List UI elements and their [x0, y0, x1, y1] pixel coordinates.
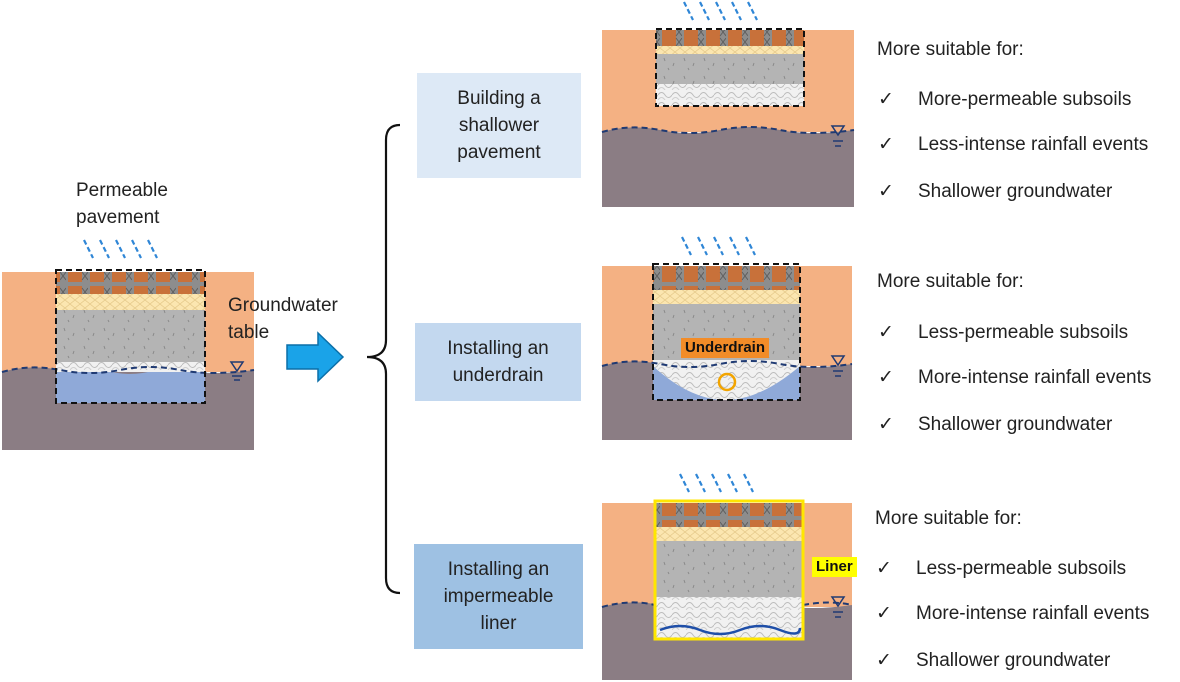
- check-icon: ✓: [878, 366, 894, 388]
- right-arrow-icon: [286, 331, 345, 383]
- suitable-item-1-3: Shallower groundwater: [918, 181, 1113, 202]
- permeable-pavement-line2: pavement: [76, 207, 160, 228]
- suitable-item-2-1: Less-permeable subsoils: [918, 322, 1129, 343]
- suitable-item-2-2: More-intense rainfall events: [918, 367, 1152, 388]
- groundwater-table-label: Groundwater table: [228, 292, 338, 346]
- suitable-item-1-1: More-permeable subsoils: [918, 89, 1132, 110]
- groundwater-table-line2: table: [228, 322, 270, 343]
- suitable-title-3: More suitable for:: [875, 508, 1022, 529]
- check-icon: ✓: [878, 133, 894, 155]
- underdrain-tag: Underdrain: [681, 338, 770, 358]
- groundwater-table-line1: Groundwater: [228, 295, 338, 316]
- option-3-line2: impermeable: [443, 586, 554, 607]
- check-icon: ✓: [876, 557, 892, 579]
- check-icon: ✓: [876, 649, 892, 671]
- check-icon: ✓: [878, 180, 894, 202]
- option-2-line2: underdrain: [452, 365, 544, 386]
- suitable-item-3-1: Less-permeable subsoils: [916, 558, 1127, 579]
- suitable-item-3-2: More-intense rainfall events: [916, 603, 1150, 624]
- check-icon: ✓: [878, 321, 894, 343]
- option-2-line1: Installing an: [447, 338, 549, 359]
- option-1-illustration: [601, 1, 855, 207]
- suitable-item-1-2: Less-intense rainfall events: [918, 134, 1149, 155]
- suitable-item-2-3: Shallower groundwater: [918, 414, 1113, 435]
- curly-brace: [366, 123, 401, 595]
- option-1-line1: Building a: [457, 88, 541, 109]
- option-3-illustration: [601, 473, 853, 680]
- suitable-title-2: More suitable for:: [877, 271, 1024, 292]
- check-icon: ✓: [878, 88, 894, 110]
- option-3-line3: liner: [480, 613, 517, 634]
- liner-tag: Liner: [812, 557, 857, 577]
- option-1-line2: shallower: [458, 115, 540, 136]
- suitable-item-3-3: Shallower groundwater: [916, 650, 1111, 671]
- left-pavement-illustration: [1, 239, 255, 450]
- option-3-line1: Installing an: [447, 559, 550, 580]
- permeable-pavement-line1: Permeable: [76, 180, 168, 201]
- option-box-impermeable-liner: Installing an impermeable liner: [414, 544, 583, 649]
- check-icon: ✓: [876, 602, 892, 624]
- permeable-pavement-label: Permeable pavement: [76, 177, 168, 231]
- option-1-line3: pavement: [457, 142, 541, 163]
- check-icon: ✓: [878, 413, 894, 435]
- suitable-title-1: More suitable for:: [877, 39, 1024, 60]
- option-box-shallower-pavement: Building a shallower pavement: [417, 73, 581, 178]
- option-box-underdrain: Installing an underdrain: [415, 323, 581, 401]
- option-2-illustration: [601, 236, 853, 440]
